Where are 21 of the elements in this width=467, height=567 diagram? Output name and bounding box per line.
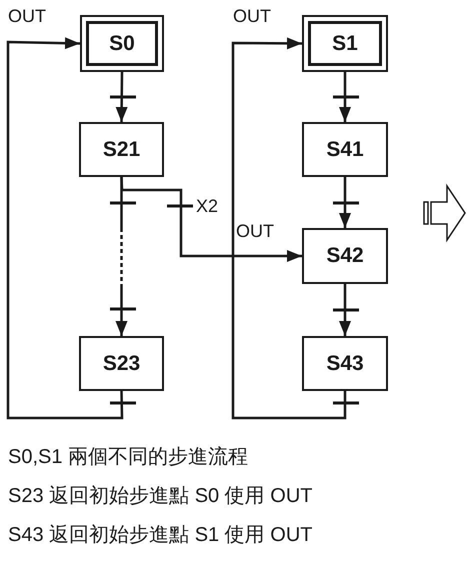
step-box: S42 [302,228,388,284]
arrow [120,176,302,262]
step-box: S23 [79,336,164,391]
initial-step-box: S1 [302,15,388,72]
step-box: S21 [79,122,164,177]
arrow [339,72,351,122]
arrow [339,284,351,336]
note-text: S23 返回初始步進點 S0 使用 OUT [8,486,312,506]
arrow [116,72,128,122]
initial-step-box: S0 [80,15,164,72]
edge-label: X2 [196,197,218,215]
arrow [6,37,124,420]
note-text: S43 返回初始步進點 S1 使用 OUT [8,525,312,545]
action-label: OUT [236,222,274,240]
step-box: S41 [302,122,388,177]
step-box: S43 [302,336,388,391]
arrow [339,177,351,228]
note-text: S0,S1 兩個不同的步進流程 [8,447,248,467]
action-label: OUT [233,7,271,25]
arrow [232,37,346,420]
action-label: OUT [8,7,46,25]
